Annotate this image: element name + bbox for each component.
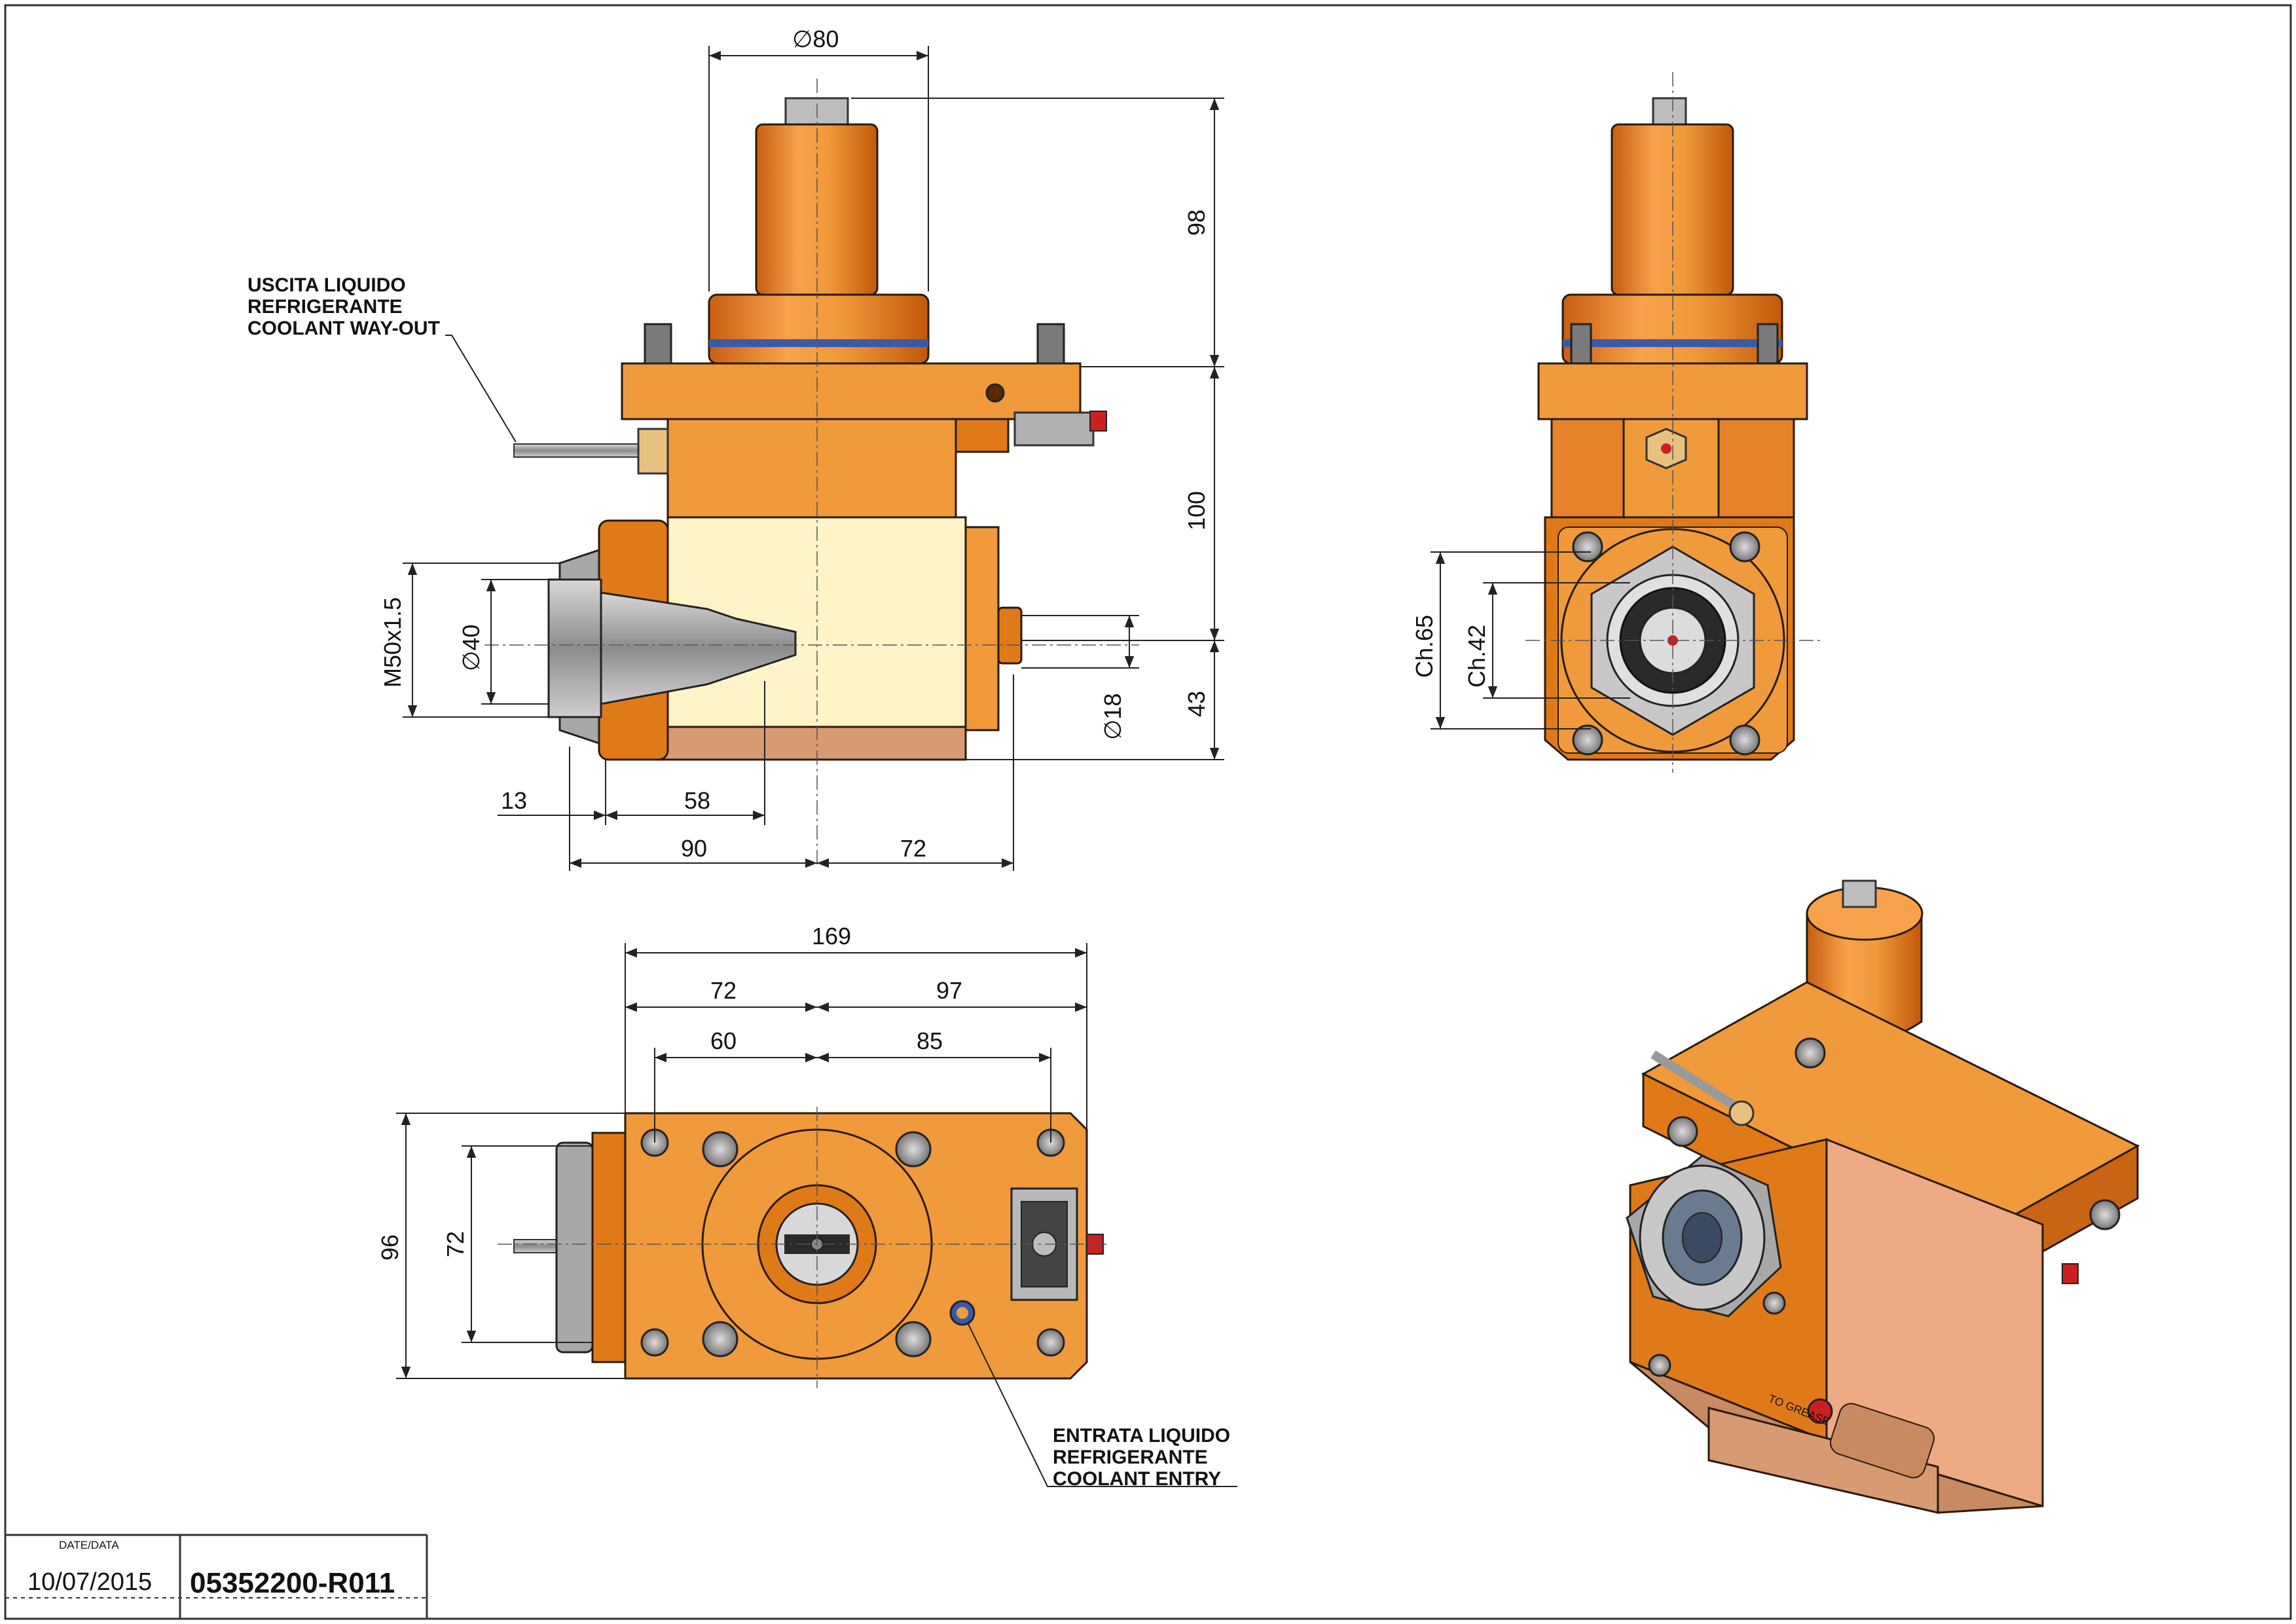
coolant-entry-label: ENTRATA LIQUIDO REFRIGERANTE COOLANT ENT… — [1053, 1425, 1235, 1490]
title-drawing-code: 05352200-R011 — [190, 1567, 395, 1599]
side-corner-bolt — [1572, 531, 1603, 563]
dim-96: 96 — [376, 1234, 403, 1261]
plate-port — [985, 383, 1005, 403]
coolant-entry-leader — [967, 1322, 1237, 1487]
side-corner-bolt — [1729, 724, 1760, 756]
output-stub — [997, 606, 1023, 665]
coolant-pipe-out — [513, 443, 646, 458]
title-block: DATE/DATA 10/07/2015 05352200-R011 — [5, 1534, 428, 1619]
dim-98: 98 — [1183, 210, 1210, 236]
top-coolant-entry-core — [957, 1307, 968, 1319]
side-dimension-lines — [1430, 551, 1630, 729]
dim-97: 97 — [936, 977, 962, 1004]
iso-housing-bolt — [1762, 1291, 1786, 1315]
coolant-out-leader — [445, 335, 517, 443]
side-fitting-core — [1661, 443, 1671, 454]
dim-169: 169 — [812, 923, 851, 950]
coolant-fitting-out — [637, 428, 669, 475]
red-plug-top — [1089, 411, 1107, 432]
iso-plate-bolt — [1795, 1037, 1826, 1069]
housing-right-cap — [964, 526, 1000, 731]
dim-m50: M50x1.5 — [379, 597, 406, 688]
dim-43: 43 — [1183, 691, 1210, 717]
sheet-border — [4, 4, 2292, 1620]
collet-body — [547, 578, 602, 718]
title-date: 10/07/2015 — [27, 1568, 152, 1596]
dim-90: 90 — [681, 835, 707, 862]
iso-pin — [1842, 879, 1877, 908]
side-corner-bolt — [1729, 531, 1760, 563]
top-bolts — [640, 1128, 1065, 1357]
side-drive-pin — [1652, 97, 1687, 126]
dim-ch65: Ch.65 — [1411, 615, 1438, 678]
side-corner-bolt — [1572, 724, 1603, 756]
mounting-plate — [621, 362, 1082, 420]
dim-13: 13 — [501, 787, 527, 814]
iso-base-recess — [1829, 1403, 1935, 1479]
iso-collet-core — [1682, 1212, 1722, 1263]
top-view: 169 72 97 60 85 96 72 ENTRATA LIQUIDO RE… — [376, 923, 1237, 1490]
side-bolt-left — [1570, 323, 1592, 365]
tool-cone — [600, 591, 797, 705]
plate-stud-right — [1013, 411, 1095, 447]
drive-flange — [708, 293, 930, 365]
housing-base — [653, 726, 967, 761]
plate-bolt-left — [644, 323, 672, 365]
dim-d40: ∅40 — [458, 625, 484, 671]
plate-bolt-right — [1036, 323, 1065, 365]
side-view: Ch.65 Ch.42 — [1411, 72, 1820, 773]
iso-coolant-fitting — [1728, 1100, 1755, 1126]
iso-plate-bolt — [1667, 1116, 1698, 1147]
iso-plate-bolt — [2089, 1199, 2121, 1230]
dim-72-top: 72 — [710, 977, 737, 1004]
body-neck — [666, 418, 957, 519]
iso-housing-bolt — [1648, 1354, 1671, 1377]
dim-72-vertical: 72 — [442, 1231, 469, 1257]
top-flange-left — [591, 1132, 627, 1363]
dim-85: 85 — [917, 1027, 943, 1054]
dim-100: 100 — [1183, 491, 1210, 530]
side-bolt-right — [1757, 323, 1779, 365]
dim-72-front: 72 — [900, 835, 926, 862]
iso-red-plug — [2062, 1263, 2079, 1284]
dimension-lines — [403, 46, 1224, 871]
top-nut-side — [555, 1141, 594, 1354]
dim-d18: ∅18 — [1099, 693, 1126, 740]
isometric-view: TO GREASE — [1626, 879, 2140, 1514]
dim-60: 60 — [710, 1027, 737, 1054]
side-seal-ring — [1563, 339, 1782, 347]
dim-58: 58 — [684, 787, 710, 814]
front-view: ∅80 98 100 43 ∅18 M50x1.5 ∅40 13 58 90 7… — [247, 26, 1224, 871]
iso-coolant-pipe — [1650, 1050, 1744, 1114]
dim-d80: ∅80 — [792, 26, 839, 52]
iso-grease-point — [1807, 1398, 1833, 1424]
dim-ch42: Ch.42 — [1463, 625, 1490, 688]
title-date-label: DATE/DATA — [59, 1539, 119, 1551]
seal-ring — [709, 339, 928, 347]
coolant-out-label: USCITA LIQUIDO REFRIGERANTE COOLANT WAY-… — [247, 274, 440, 339]
neck-side — [955, 418, 1010, 453]
top-dimension-lines — [396, 943, 1087, 1379]
